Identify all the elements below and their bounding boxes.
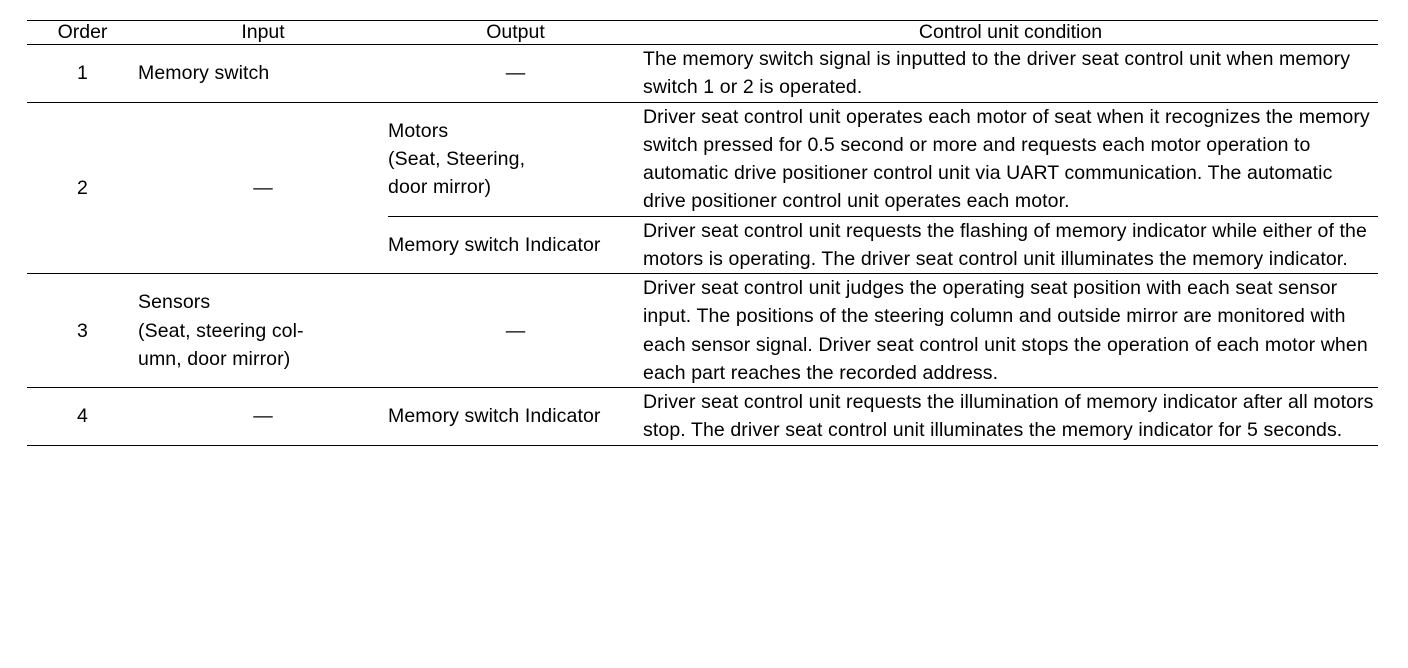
output-value-2a: Motors (Seat, Steering, door mirror) xyxy=(388,101,643,217)
output-line-3: door mirror) xyxy=(388,176,492,199)
condition-value-4: Driver seat control unit requests the il… xyxy=(643,387,1378,446)
input-value-3: Sensors (Seat, steering col- umn, door m… xyxy=(138,273,388,389)
input-line-1: Sensors xyxy=(138,291,211,314)
condition-value-1: The memory switch signal is inputted to … xyxy=(643,44,1378,103)
input-value-2: — xyxy=(138,101,388,275)
memory-operation-sequence-table: Order Input Output Control unit conditio… xyxy=(27,20,1378,446)
order-value-4: 4 xyxy=(27,387,138,446)
condition-value-2b: Driver seat control unit requests the fl… xyxy=(643,215,1378,275)
column-header-order: Order xyxy=(27,20,138,45)
input-value-1: Memory switch xyxy=(138,44,388,103)
output-line-2: (Seat, Steering, xyxy=(388,147,526,170)
order-value-3: 3 xyxy=(27,273,138,389)
table-row: Memory switch Indicator Driver seat cont… xyxy=(27,215,1378,275)
input-line-2: (Seat, steering col- xyxy=(138,319,304,342)
condition-value-3: Driver seat control unit judges the oper… xyxy=(643,273,1378,389)
column-header-input: Input xyxy=(138,20,388,45)
input-line-3: umn, door mirror) xyxy=(138,347,291,370)
output-value-1: — xyxy=(388,44,643,103)
table-row: 2 — Motors (Seat, Steering, door mirror)… xyxy=(27,101,1378,275)
column-header-control-unit-condition: Control unit condition xyxy=(643,20,1378,45)
table-row: 3 Sensors (Seat, steering col- umn, door… xyxy=(27,273,1378,389)
condition-value-2a: Driver seat control unit operates each m… xyxy=(643,101,1378,217)
table-row: 1 Memory switch — The memory switch sign… xyxy=(27,44,1378,103)
output-value-3: — xyxy=(388,273,643,389)
table-row: 4 — Memory switch Indicator Driver seat … xyxy=(27,387,1378,446)
table-header-row: Order Input Output Control unit conditio… xyxy=(27,20,1378,45)
output-line-1: Motors xyxy=(388,119,449,142)
output-value-4: Memory switch Indicator xyxy=(388,387,643,446)
input-value-4: — xyxy=(138,387,388,446)
order-value-1: 1 xyxy=(27,44,138,103)
column-header-output: Output xyxy=(388,20,643,45)
output-value-2b: Memory switch Indicator xyxy=(388,215,643,275)
order-value-2: 2 xyxy=(27,101,138,275)
